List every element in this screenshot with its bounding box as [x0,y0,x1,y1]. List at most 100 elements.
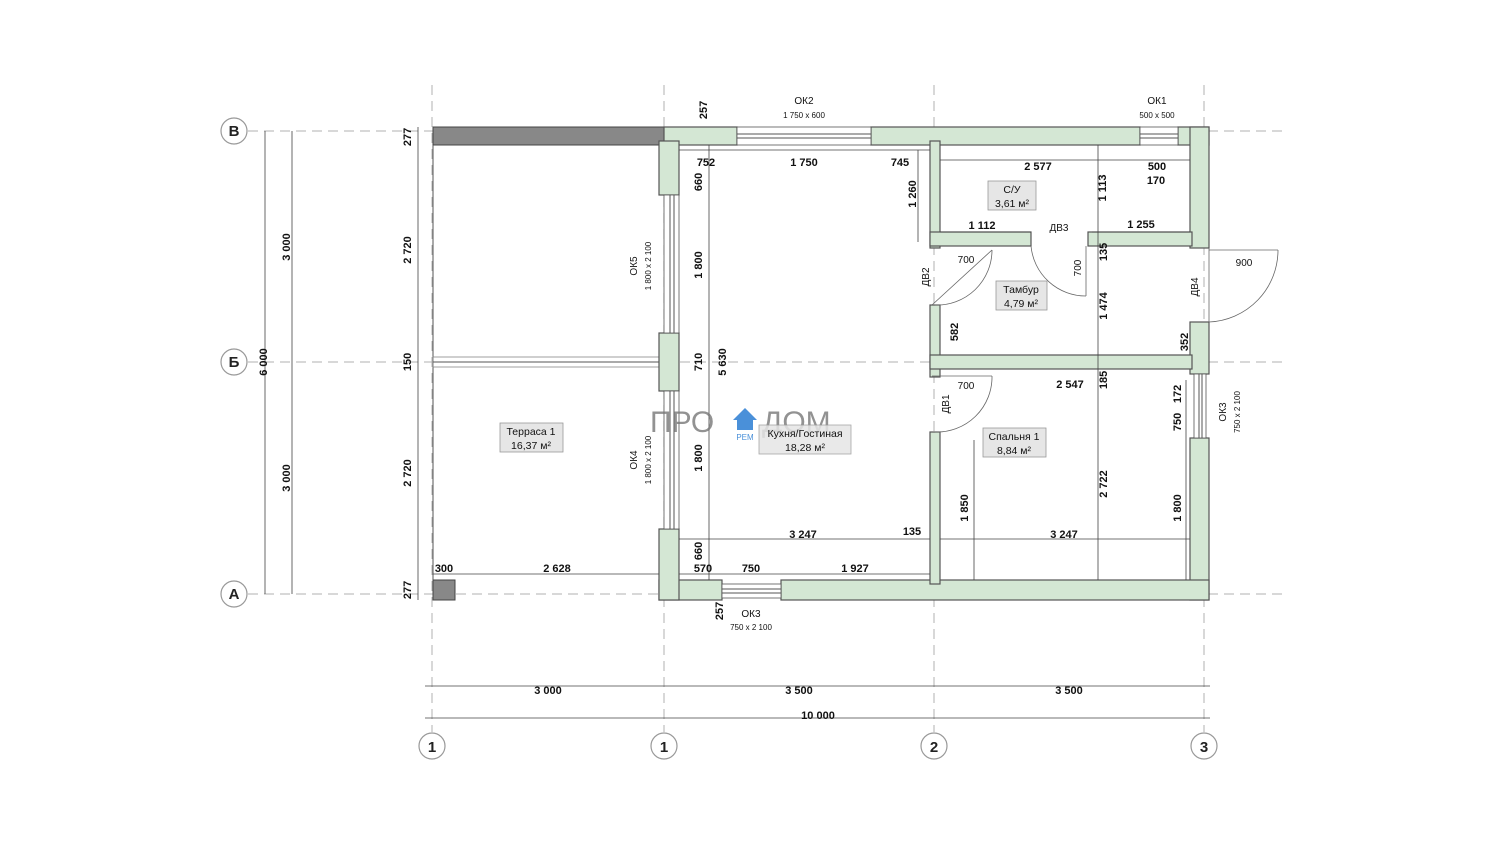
dim-left-3000a: 3 000 [281,233,293,261]
label-ok3-right-size: 750 x 2 100 [1233,391,1242,433]
svg-text:А: А [229,586,240,603]
dim-v-750: 750 [1172,413,1184,431]
svg-text:Тамбур: Тамбур [1003,284,1039,296]
dim-top-500: 500 [1148,161,1166,173]
room-label-bath: С/У 3,61 м² [987,180,1037,211]
dim-left-3000b: 3 000 [281,464,293,492]
label-ok1-size: 500 x 500 [1139,111,1175,120]
label-dv3: ДВ3 [1049,223,1068,234]
svg-text:1: 1 [428,739,436,756]
dim-v-172: 172 [1172,385,1184,403]
dim-h-135: 135 [903,526,921,538]
door-dv2 [931,249,993,306]
svg-text:3,61 м²: 3,61 м² [995,198,1030,210]
dim-door-700a: 700 [958,255,975,266]
label-ok5: ОК5 [629,256,640,276]
dim-v-1260: 1 260 [907,180,919,208]
dim-bottom-3500b: 3 500 [1055,685,1083,697]
svg-text:1: 1 [660,739,668,756]
axis-bubble-col-1a: 1 [418,732,446,760]
dim-h-1255: 1 255 [1127,219,1155,231]
dim-v-1800c: 1 800 [1172,494,1184,522]
label-ok2: ОК2 [794,96,814,107]
dim-v-135a: 135 [1098,243,1110,261]
dim-v-352: 352 [1179,333,1191,351]
axis-bubble-row-v: В [220,117,248,145]
dim-h-300: 300 [435,563,453,575]
dim-top-170: 170 [1147,175,1165,187]
dim-l-2720a: 2 720 [402,236,414,264]
dim-b-257: 257 [714,602,726,620]
watermark-logo: ПРО РЕМ ДОМ [650,406,831,442]
room-label-terrace: Терраса 1 16,37 м² [499,422,564,453]
label-ok3-bottom-size: 750 x 2 100 [730,623,772,632]
dim-v-1850: 1 850 [959,494,971,522]
door-dv1 [932,375,993,433]
room-label-bedroom: Спальня 1 8,84 м² [982,427,1047,458]
dim-left-6000: 6 000 [258,348,270,376]
dim-v-5630: 5 630 [717,348,729,376]
label-ok5-size: 1 800 x 2 100 [644,241,653,290]
svg-text:3: 3 [1200,739,1208,756]
svg-text:В: В [229,123,240,140]
dim-bottom-3500a: 3 500 [785,685,813,697]
window-ok2 [736,126,872,146]
svg-text:8,84 м²: 8,84 м² [997,445,1032,457]
window-ok1 [1139,126,1179,146]
dim-h-1112: 1 112 [969,220,996,232]
label-dv2: ДВ2 [921,267,932,286]
dim-v-1800a: 1 800 [693,251,705,279]
svg-text:4,79 м²: 4,79 м² [1004,298,1039,310]
svg-text:РЕМ: РЕМ [736,433,754,442]
label-ok1: ОК1 [1147,96,1167,107]
dim-h-1927: 1 927 [841,563,869,575]
axis-bubble-col-1b: 1 [650,732,678,760]
svg-text:Кухня/Гостиная: Кухня/Гостиная [767,428,842,440]
label-ok2-size: 1 750 x 600 [783,111,825,120]
axis-bubble-col-2: 2 [920,732,948,760]
dim-total-10000: 10 000 [801,710,835,722]
dim-v-1474: 1 474 [1098,291,1110,319]
dim-top-2577: 2 577 [1024,161,1052,173]
dim-l-277a: 277 [402,128,414,146]
dim-top-752: 752 [697,157,715,169]
house-icon [733,408,757,430]
terrace-outline [432,126,666,601]
window-ok4 [663,390,680,530]
window-ok5 [663,194,680,334]
svg-text:18,28 м²: 18,28 м² [785,442,825,454]
svg-text:Б: Б [229,354,240,371]
dimension-lines [264,127,1210,719]
svg-text:ПРО: ПРО [650,406,714,439]
door-dv4 [1208,248,1279,323]
axis-bubble-row-b: Б [220,348,248,376]
room-label-vestibule: Тамбур 4,79 м² [995,280,1048,311]
dim-top-745: 745 [891,157,909,169]
label-dv1: ДВ1 [941,394,952,413]
dim-v-660a: 660 [693,173,705,191]
dim-l-277b: 277 [402,581,414,599]
label-dv4: ДВ4 [1190,277,1201,296]
door-dv3 [1030,245,1087,297]
axis-bubble-col-3: 3 [1190,732,1218,760]
dim-v-1800b: 1 800 [693,444,705,472]
dim-h-3247a: 3 247 [789,529,817,541]
dim-v-1113: 1 113 [1097,175,1109,202]
dim-top-1750: 1 750 [790,157,818,169]
axis-bubble-row-a: А [220,580,248,608]
label-ok3-bottom: ОК3 [741,609,761,620]
svg-text:Спальня 1: Спальня 1 [989,431,1040,443]
dim-h-2628: 2 628 [543,563,571,575]
dim-v-710: 710 [693,353,705,371]
interior-walls [929,140,1193,585]
window-ok3-right [1193,373,1207,439]
dim-bottom-3000: 3 000 [534,685,562,697]
window-ok3-bottom [721,583,782,599]
dim-top-257: 257 [698,101,710,119]
room-label-kitchen: Кухня/Гостиная 18,28 м² [758,424,852,455]
svg-text:16,37 м²: 16,37 м² [511,440,551,452]
dim-v-185: 185 [1098,371,1110,389]
dim-door-700c: 700 [958,381,975,392]
svg-text:Терраса 1: Терраса 1 [506,426,555,438]
